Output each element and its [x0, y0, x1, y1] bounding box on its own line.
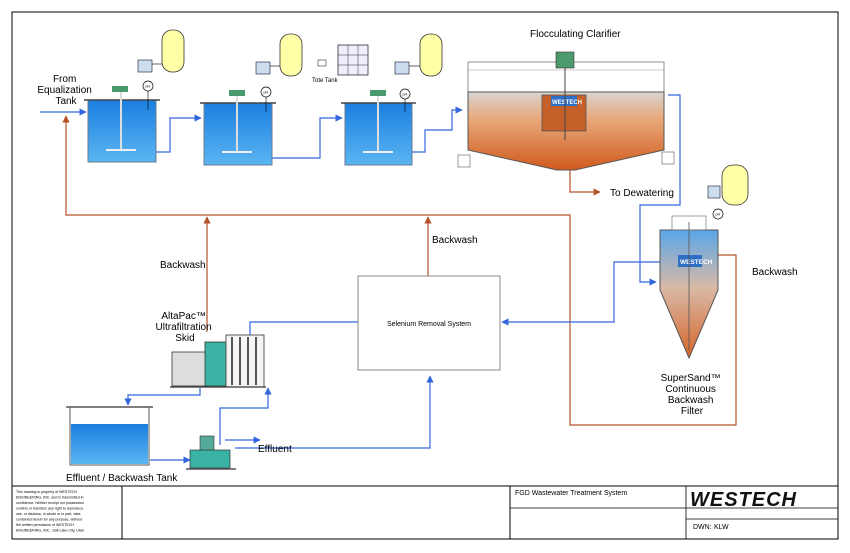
ph-tag: pH: [146, 85, 151, 89]
flocculating-clarifier: Flocculating Clarifier WESTECH: [457, 29, 675, 171]
mixer-motor-icon: [229, 90, 245, 96]
disclaimer-text: This drawing is property of WESTECH ENGI…: [16, 490, 85, 533]
tote-tank: Tote Tank: [312, 44, 369, 84]
effluent-label: Effluent: [258, 444, 292, 455]
chemical-pump-icon: [707, 185, 721, 199]
selenium-removal-box: [357, 275, 501, 371]
ph-tag: pH: [403, 93, 408, 97]
mix-tank-1: pH: [84, 29, 185, 163]
drawn-by-value: KLW: [714, 524, 729, 531]
clarifier-label: Flocculating Clarifier: [530, 29, 621, 40]
tank3-to-clarifier-line: [412, 106, 463, 153]
mix-tank-2: pH: [200, 33, 303, 166]
ph-tag: pH: [716, 213, 721, 217]
altapac-label: AltaPac™ Ultrafiltration Skid: [156, 311, 215, 344]
tank1-to-tank2-line: [156, 114, 202, 153]
chemical-pump-icon: [255, 61, 271, 75]
mix-tank-3: pH: [341, 33, 443, 166]
chemical-pump-icon: [394, 61, 410, 75]
tank2-to-tank3-line: [272, 114, 343, 159]
effluent-pump-skid: [186, 435, 236, 470]
mixer-motor-icon: [370, 90, 386, 96]
title-block: This drawing is property of WESTECH ENGI…: [11, 485, 839, 540]
to-dewatering-label: To Dewatering: [610, 188, 674, 199]
pump-to-selenium-line: [235, 375, 434, 449]
backwash-label-right: Backwash: [752, 267, 798, 278]
drawing-title: FGD Wastewater Treatment System: [515, 490, 627, 497]
ph-tag: pH: [264, 91, 269, 95]
chemical-tank-2: [279, 33, 303, 77]
chemical-tank-4: [721, 164, 749, 206]
pump-to-altapac-line: [219, 387, 272, 445]
altapac-skid: [170, 334, 266, 388]
altapac-to-effluent-tank-line: [124, 388, 201, 406]
dewatering-line: [569, 170, 601, 196]
effluent-backwash-tank: [66, 406, 153, 466]
clarifier-brand: WESTECH: [552, 100, 582, 106]
chemical-tank-3: [419, 33, 443, 77]
ph-probe-icon: [712, 208, 724, 220]
chemical-tank-1: [161, 29, 185, 73]
clarifier-flocculation-well: [541, 94, 587, 132]
supersand-filter: pH WESTECH: [659, 164, 749, 360]
backwash-label-center: Backwash: [432, 235, 478, 246]
clarifier-to-supersand-line: [639, 94, 681, 286]
from-equalization-label: From Equalization Tank: [37, 74, 94, 107]
supersand-label: SuperSand™ Continuous Backwash Filter: [661, 373, 724, 417]
selenium-removal-label: Selenium Removal System: [387, 321, 471, 328]
backwash-line-supersand: [569, 254, 737, 426]
chemical-pump-icon: [137, 59, 153, 73]
backwash-lines: [62, 115, 737, 426]
clarifier-drive-icon: [555, 51, 575, 69]
mixer-motor-icon: [112, 86, 128, 92]
supersand-to-selenium-line: [501, 261, 660, 326]
tote-tank-label: Tote Tank: [312, 78, 339, 84]
effluent-tank-label: Effluent / Backwash Tank: [66, 473, 178, 484]
backwash-return-line: [62, 115, 571, 280]
backwash-label-left: Backwash: [160, 260, 206, 271]
filter-brand: WESTECH: [680, 259, 713, 266]
drawn-by-label: DWN:: [693, 524, 712, 531]
westech-logo: WESTECH: [690, 489, 797, 511]
